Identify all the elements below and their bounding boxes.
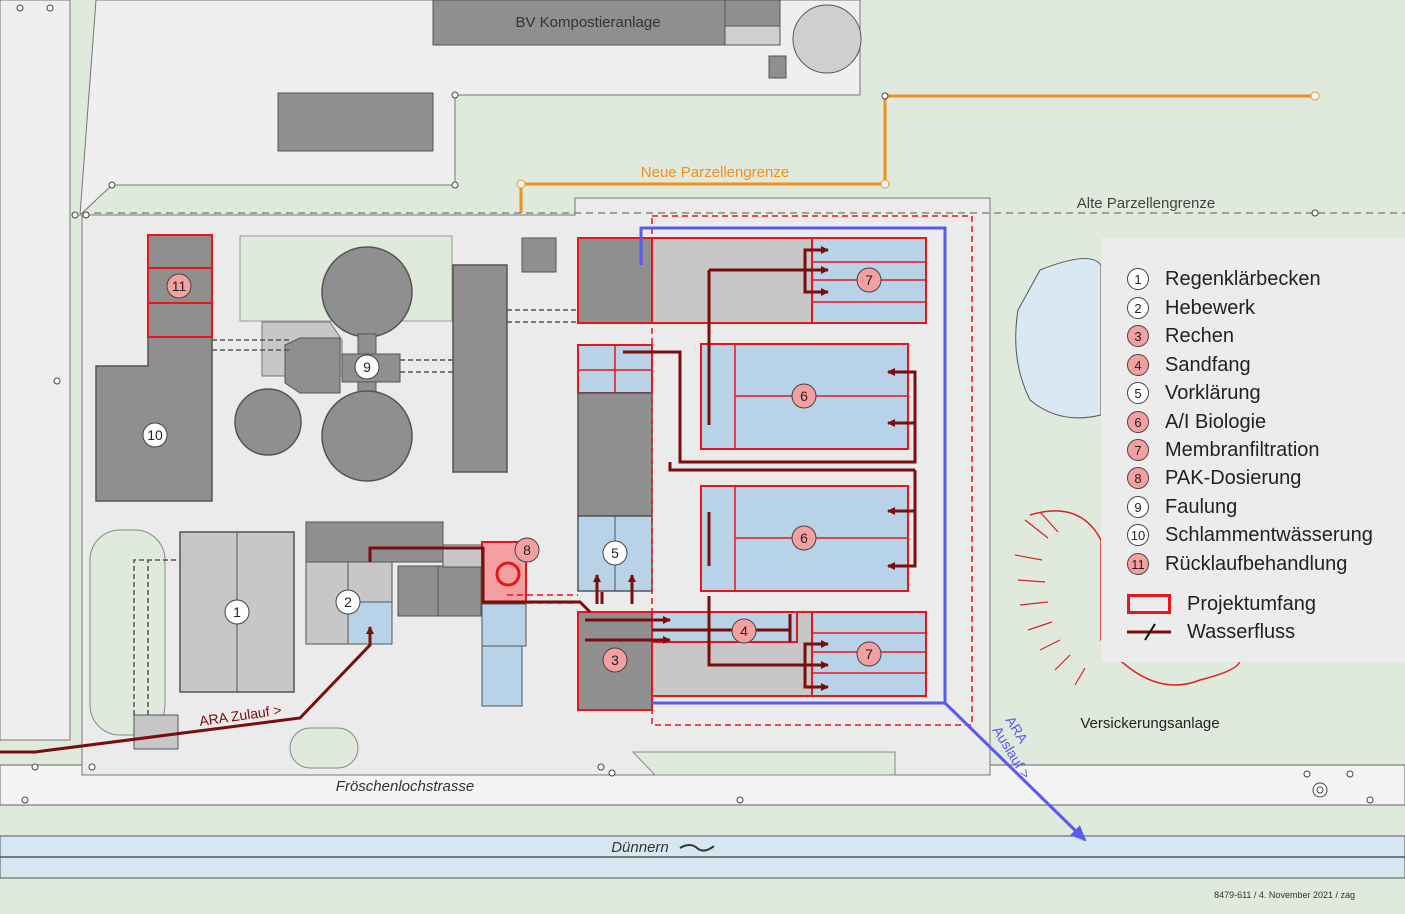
- legend-item: 2 Hebewerk: [1101, 295, 1255, 321]
- legend-item: 5 Vorklärung: [1101, 380, 1261, 406]
- marker-6a: 6: [800, 388, 808, 404]
- roads: [0, 0, 1405, 879]
- legend-label: A/I Biologie: [1165, 410, 1267, 433]
- marker-11: 11: [172, 278, 187, 294]
- alte-grenze-label: Alte Parzellengrenze: [1077, 195, 1215, 212]
- neue-grenze-label: Neue Parzellengrenze: [641, 164, 789, 181]
- wasserfluss-lines: [0, 246, 917, 754]
- legend-item: 9 Faulung: [1101, 494, 1237, 520]
- marker-2: 2: [344, 594, 352, 610]
- legend-label: PAK-Dosierung: [1165, 466, 1302, 489]
- legend-wasser: Wasserfluss: [1101, 619, 1295, 645]
- legend-item: 4 Sandfang: [1101, 352, 1251, 378]
- sludge-buildings: [95, 235, 578, 502]
- marker-9: 9: [363, 359, 371, 375]
- legend-number: 7: [1127, 439, 1149, 461]
- auslauf-line: [639, 226, 1087, 842]
- footer-reference: 8479-611 / 4. November 2021 / zag: [1214, 890, 1355, 900]
- legend-number: 8: [1127, 467, 1149, 489]
- marker-8: 8: [523, 542, 531, 558]
- legend-label: Membranfiltration: [1165, 438, 1320, 461]
- versickerungsanlage: [1014, 258, 1241, 686]
- legend-label: Regenklärbecken: [1165, 267, 1321, 290]
- legend-wasser-label: Wasserfluss: [1187, 620, 1296, 643]
- legend-label: Schlammentwässerung: [1165, 523, 1373, 546]
- legend-item: 6 A/I Biologie: [1101, 409, 1266, 435]
- marker-5: 5: [611, 545, 619, 561]
- legend-item: 10 Schlammentwässerung: [1101, 522, 1373, 548]
- markers: 1 2 3 4 5 6 6 7 7 8 9 10 11: [142, 267, 882, 673]
- legend-number: 4: [1127, 354, 1149, 376]
- neue-parzellengrenze: [516, 91, 1320, 213]
- legend-number: 3: [1127, 325, 1149, 347]
- projekt-swatch: [1127, 594, 1171, 614]
- legend-label: Rücklaufbehandlung: [1165, 552, 1348, 575]
- marker-3: 3: [611, 652, 619, 668]
- fluss-flow-icon: [679, 844, 715, 852]
- kompostieranlage-buildings: [277, 0, 862, 152]
- legend-projekt: Projektumfang: [1101, 591, 1316, 617]
- legend-label: Faulung: [1165, 495, 1238, 518]
- legend-number: 6: [1127, 411, 1149, 433]
- legend-number: 11: [1127, 553, 1149, 575]
- legend-label: Sandfang: [1165, 353, 1251, 376]
- wasserfluss-swatch: [1127, 623, 1171, 641]
- legend-number: 10: [1127, 524, 1149, 546]
- legend-number: 2: [1127, 297, 1149, 319]
- legend-label: Vorklärung: [1165, 381, 1261, 404]
- legend-item: 1 Regenklärbecken: [1101, 266, 1321, 292]
- marker-7b: 7: [865, 646, 873, 662]
- marker-10: 10: [147, 427, 163, 443]
- legend-item: 7 Membranfiltration: [1101, 437, 1320, 463]
- legend-item: 3 Rechen: [1101, 323, 1234, 349]
- marker-1: 1: [233, 604, 241, 620]
- legend: 1 Regenklärbecken 2 Hebewerk 3 Rechen 4 …: [1101, 238, 1405, 662]
- legend-item: 8 PAK-Dosierung: [1101, 465, 1301, 491]
- legend-label: Rechen: [1165, 324, 1234, 347]
- marker-6b: 6: [800, 530, 808, 546]
- fluss-label: Dünnern: [611, 839, 669, 856]
- marker-7a: 7: [865, 272, 873, 288]
- road-nodes: [16, 4, 1374, 804]
- legend-number: 1: [1127, 268, 1149, 290]
- legend-projekt-label: Projektumfang: [1187, 592, 1316, 615]
- kompost-label: BV Kompostieranlage: [515, 14, 660, 31]
- legend-number: 9: [1127, 496, 1149, 518]
- legend-item: 11 Rücklaufbehandlung: [1101, 551, 1347, 577]
- versickerung-label: Versickerungsanlage: [1080, 715, 1219, 732]
- legend-number: 5: [1127, 382, 1149, 404]
- strasse-label: Fröschenlochstrasse: [336, 778, 474, 795]
- marker-4: 4: [740, 623, 748, 639]
- legend-label: Hebewerk: [1165, 296, 1256, 319]
